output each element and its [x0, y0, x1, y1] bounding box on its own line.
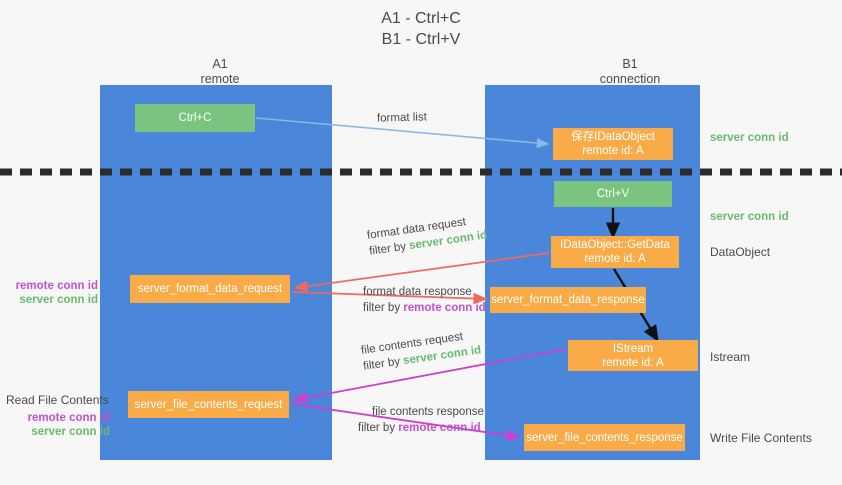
annotation-conn-ids-format: remote conn id server conn id: [10, 279, 98, 307]
box-save-idataobject[interactable]: 保存IDataObject remote id: A: [553, 128, 673, 160]
box-server-file-contents-request-label: server_file_contents_request: [134, 398, 283, 411]
column-a1-name: A1: [212, 57, 228, 71]
edge-label-file-contents-response-filter: filter by remote conn id: [358, 420, 484, 436]
annotation-conn-ids-file: remote conn id server conn id: [10, 411, 110, 439]
box-server-format-data-request[interactable]: server_format_data_request: [130, 275, 290, 303]
box-istream[interactable]: IStream remote id: A: [568, 340, 698, 371]
box-server-format-data-response[interactable]: server_format_data_response: [490, 287, 646, 313]
box-ctrl-v-label: Ctrl+V: [596, 188, 630, 200]
box-server-format-data-response-label: server_format_data_response: [491, 294, 645, 306]
edge-label-file-contents-response: file contents response filter by remote …: [350, 404, 484, 436]
box-server-format-data-request-label: server_format_data_request: [137, 283, 283, 295]
title-line-1: A1 - Ctrl+C: [381, 10, 461, 27]
annotation-remote-conn-id-file: remote conn id: [27, 412, 110, 424]
page-title: A1 - Ctrl+C B1 - Ctrl+V: [0, 8, 842, 50]
edge-label-file-contents-request: file contents request filter by server c…: [360, 326, 482, 374]
column-header-b1: B1 connection: [540, 57, 720, 87]
box-server-file-contents-response[interactable]: server_file_contents_response: [524, 424, 685, 451]
column-a1-subtitle: remote: [200, 72, 240, 86]
box-istream-line2: remote id: A: [602, 356, 664, 369]
filter-key-remote-conn-id: remote conn id: [398, 422, 481, 434]
edge-label-format-data-request: format data request filter by server con…: [366, 211, 488, 259]
box-save-idataobject-line2: remote id: A: [582, 145, 644, 157]
title-line-2: B1 - Ctrl+V: [381, 31, 461, 48]
box-idataobject-getdata[interactable]: IDataObject::GetData remote id: A: [551, 236, 679, 268]
column-b1-subtitle: connection: [599, 72, 661, 86]
box-server-file-contents-response-label: server_file_contents_response: [526, 431, 683, 444]
column-b1-name: B1: [622, 57, 638, 71]
annotation-dataobject: DataObject: [710, 245, 771, 259]
column-header-a1: A1 remote: [130, 57, 310, 87]
annotation-write-file-contents: Write File Contents: [710, 431, 812, 445]
box-ctrl-c-label: Ctrl+C: [178, 112, 212, 124]
edge-label-format-list-title: format list: [376, 111, 427, 125]
annotation-server-conn-id-top: server conn id: [710, 132, 789, 144]
annotation-remote-conn-id-format: remote conn id: [15, 280, 98, 292]
box-getdata-line1: IDataObject::GetData: [560, 239, 670, 251]
filter-key-remote-conn-id: remote conn id: [403, 302, 486, 314]
annotation-istream: Istream: [710, 350, 751, 364]
annotation-read-file-contents: Read File Contents: [6, 393, 109, 407]
filter-prefix: filter by: [358, 422, 399, 434]
edge-label-file-contents-response-title: file contents response: [372, 406, 484, 418]
edge-label-format-data-response-filter: filter by remote conn id: [363, 300, 486, 316]
box-ctrl-v[interactable]: Ctrl+V: [554, 181, 672, 207]
box-getdata-line2: remote id: A: [584, 253, 646, 265]
edge-label-format-data-response: format data response filter by remote co…: [363, 284, 486, 316]
box-ctrl-c[interactable]: Ctrl+C: [135, 104, 255, 132]
annotation-server-conn-id-middle: server conn id: [710, 211, 789, 223]
box-server-file-contents-request[interactable]: server_file_contents_request: [128, 391, 289, 418]
box-save-idataobject-line1: 保存IDataObject: [571, 131, 655, 143]
box-istream-line1: IStream: [612, 342, 654, 355]
edge-label-format-list: format list: [377, 109, 427, 126]
edge-label-format-data-response-title: format data response: [363, 286, 472, 298]
annotation-server-conn-id-file: server conn id: [31, 426, 110, 438]
filter-prefix: filter by: [363, 302, 404, 314]
annotation-server-conn-id-format: server conn id: [19, 294, 98, 306]
filter-prefix: filter by: [362, 355, 405, 373]
filter-prefix: filter by: [368, 240, 411, 258]
